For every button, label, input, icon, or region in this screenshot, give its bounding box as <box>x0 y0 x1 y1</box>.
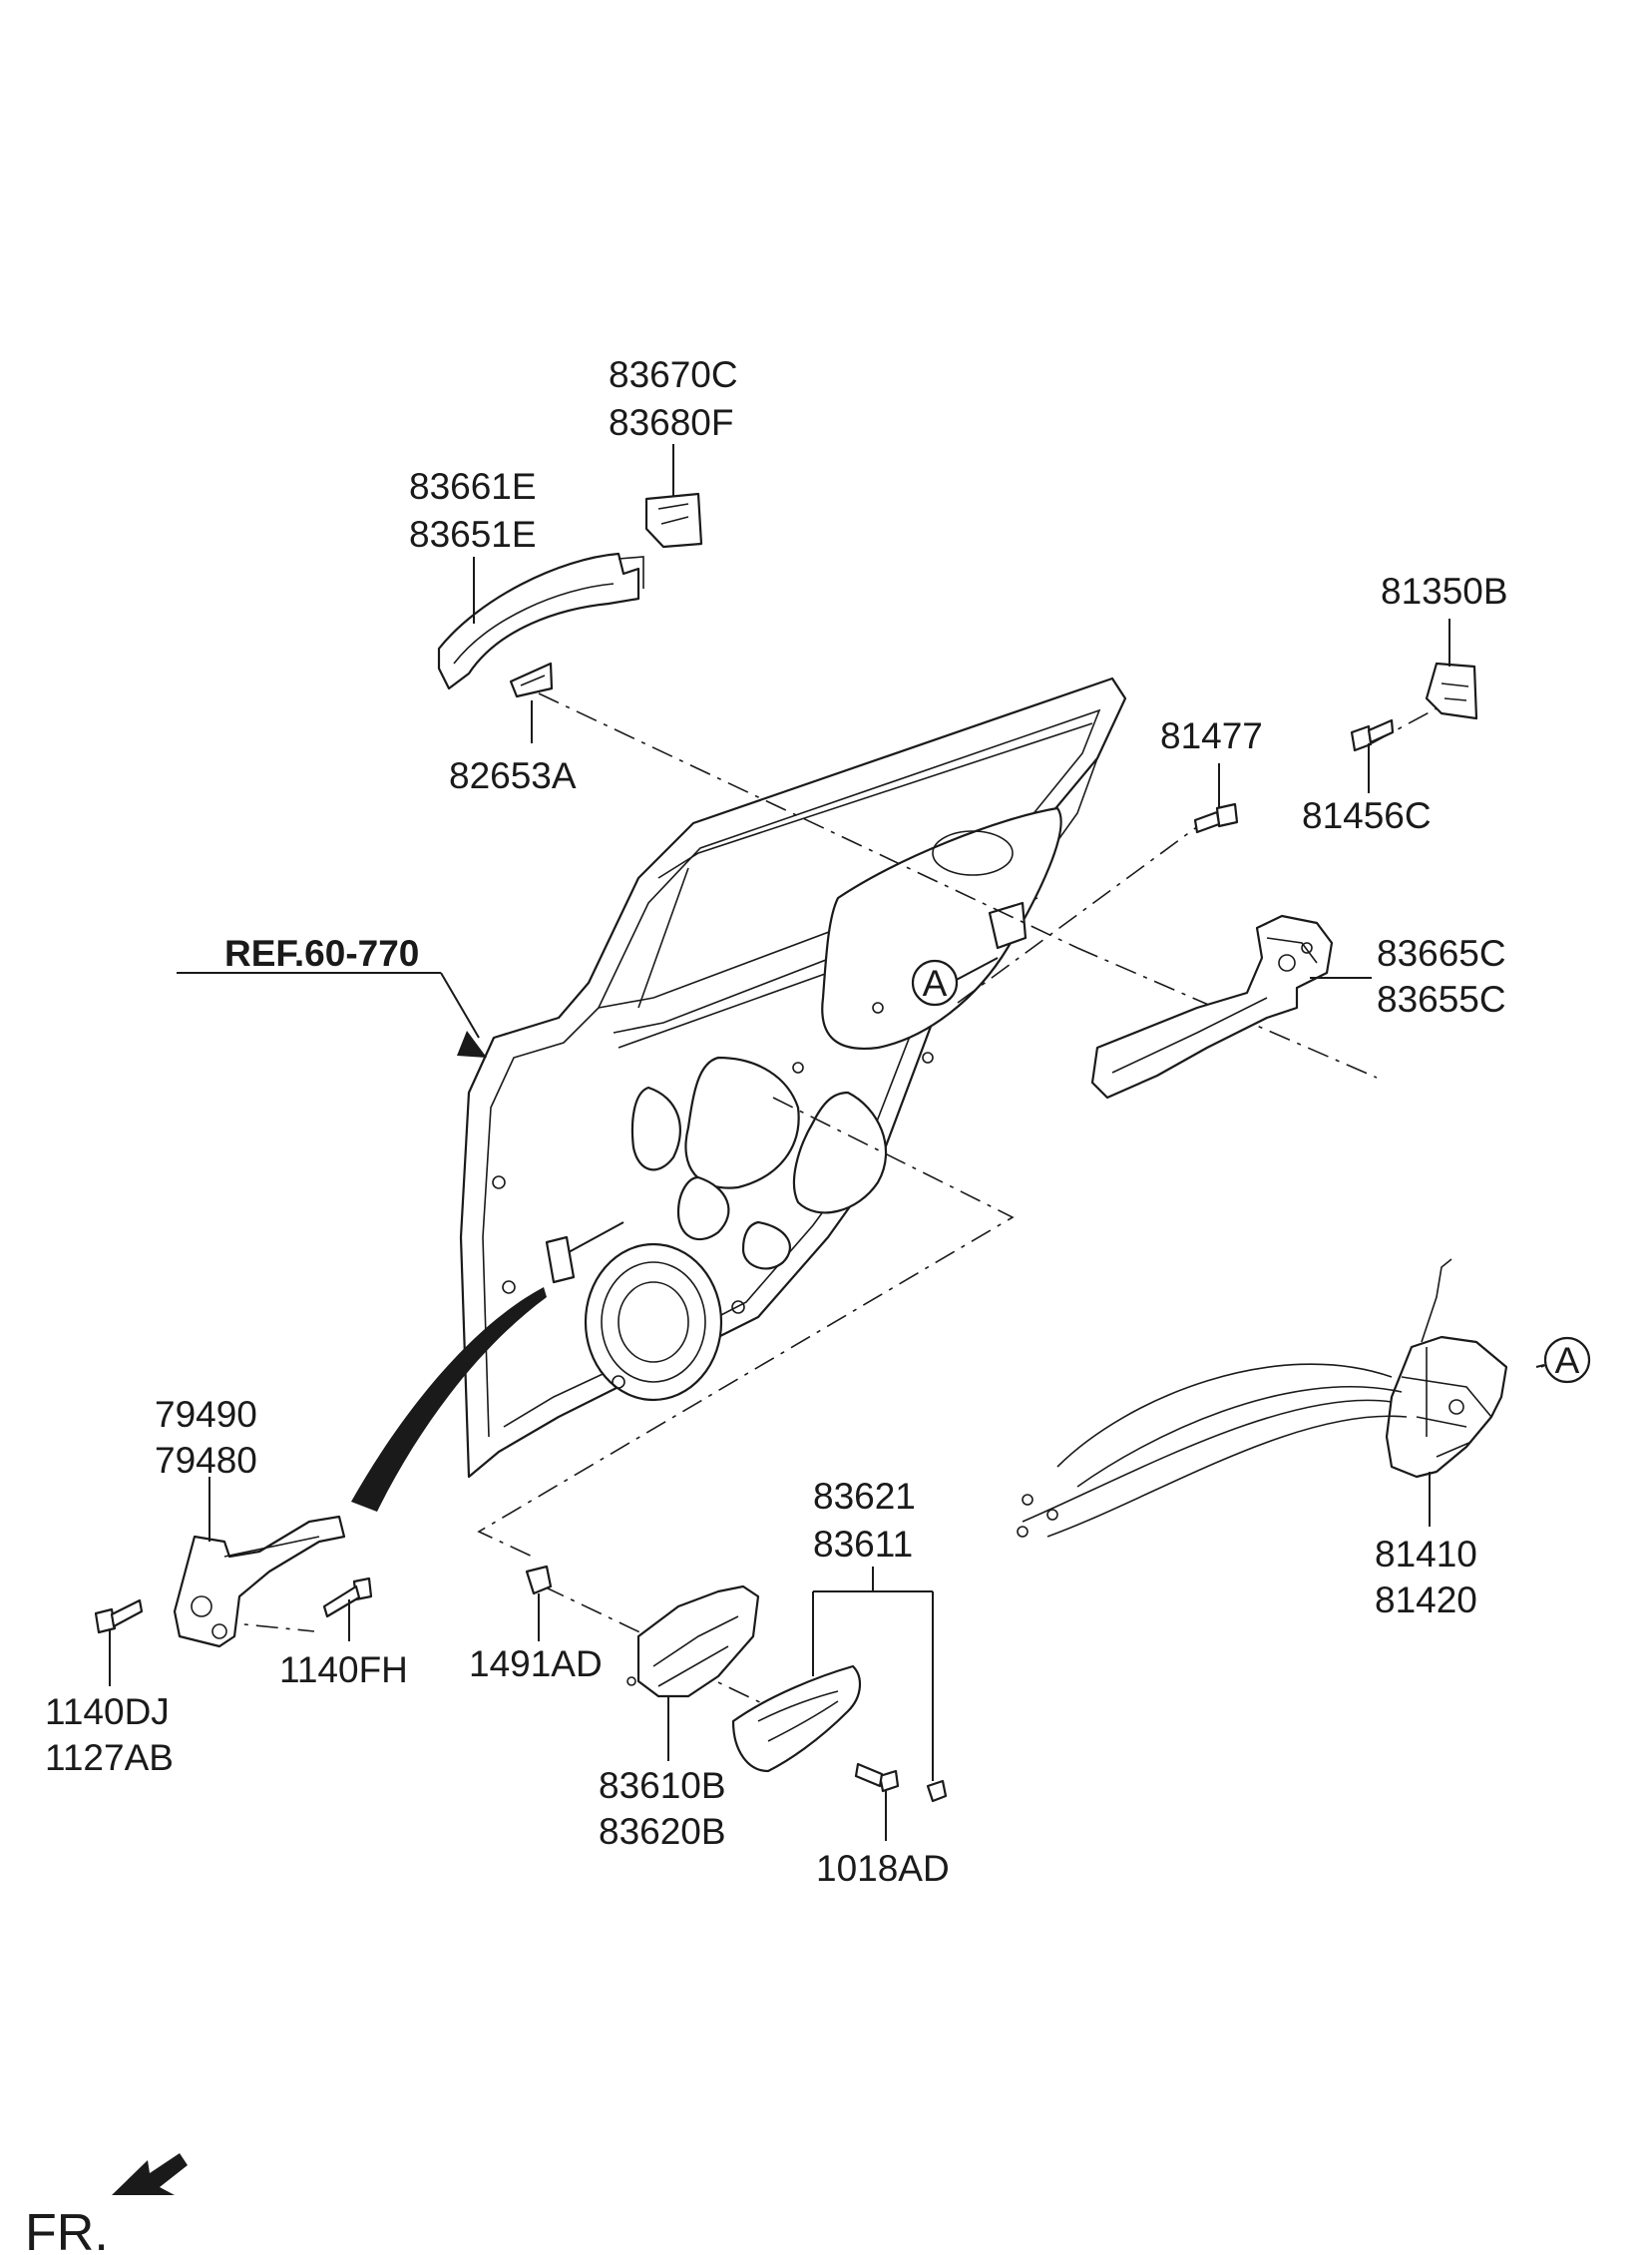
outside-handle-cap <box>644 492 703 549</box>
screw-1018ad <box>854 1762 900 1793</box>
grommet <box>1425 662 1478 720</box>
rear-door-panel <box>459 676 1127 1479</box>
label-1018ad: 1018AD <box>816 1848 950 1889</box>
clip-1491ad <box>525 1565 553 1595</box>
label-1140dj: 1140DJ <box>45 1691 170 1732</box>
label-81410: 81410 <box>1375 1534 1477 1575</box>
label-83680f: 83680F <box>609 402 734 443</box>
label-82653a: 82653A <box>449 755 577 796</box>
reference-circle-a-2: A <box>1543 1336 1591 1384</box>
door-latch-assembly <box>1017 1258 1508 1538</box>
label-79480: 79480 <box>155 1440 257 1481</box>
bolt-1140fh <box>322 1577 373 1618</box>
label-79490: 79490 <box>155 1394 257 1435</box>
label-83620b: 83620B <box>599 1811 726 1852</box>
label-83611: 83611 <box>813 1524 913 1565</box>
label-1127ab: 1127AB <box>45 1737 174 1778</box>
handle-gasket <box>509 662 554 698</box>
reference-arrow-swoosh <box>351 1287 547 1512</box>
label-83610b: 83610B <box>599 1765 726 1806</box>
door-checker <box>173 1515 346 1648</box>
bolt-1140dj <box>94 1598 144 1634</box>
label-81456c: 81456C <box>1302 795 1432 836</box>
inside-handle-housing <box>626 1584 760 1698</box>
screw-81477 <box>1193 802 1239 834</box>
label-83661e: 83661E <box>409 466 537 507</box>
label-ref-60-770: REF.60-770 <box>224 933 419 974</box>
label-81477: 81477 <box>1160 715 1263 756</box>
svg-text:A: A <box>923 963 948 1004</box>
label-81350b: 81350B <box>1381 571 1508 612</box>
bezel-cap <box>926 1779 948 1803</box>
ref-arrowhead <box>457 1031 487 1058</box>
leader-lines <box>109 444 1545 1841</box>
reference-circle-a-1: A <box>911 959 959 1007</box>
svg-text:FR.: FR. <box>25 2204 109 2255</box>
label-83655c: 83655C <box>1377 979 1506 1020</box>
label-81420: 81420 <box>1375 1579 1477 1620</box>
inside-handle-bezel <box>731 1664 861 1773</box>
outside-door-handle <box>437 552 644 690</box>
label-83651e: 83651E <box>409 514 537 555</box>
front-direction-indicator: FR. <box>25 2153 188 2255</box>
outside-handle-frame <box>1090 914 1334 1100</box>
front-arrow-icon <box>112 2153 188 2195</box>
label-83665c: 83665C <box>1377 933 1506 974</box>
svg-text:A: A <box>1555 1340 1580 1381</box>
label-83670c: 83670C <box>609 354 738 395</box>
label-1491ad: 1491AD <box>469 1643 603 1684</box>
label-1140fh: 1140FH <box>279 1649 408 1690</box>
screw-81456c <box>1350 718 1395 752</box>
label-83621: 83621 <box>813 1476 916 1517</box>
